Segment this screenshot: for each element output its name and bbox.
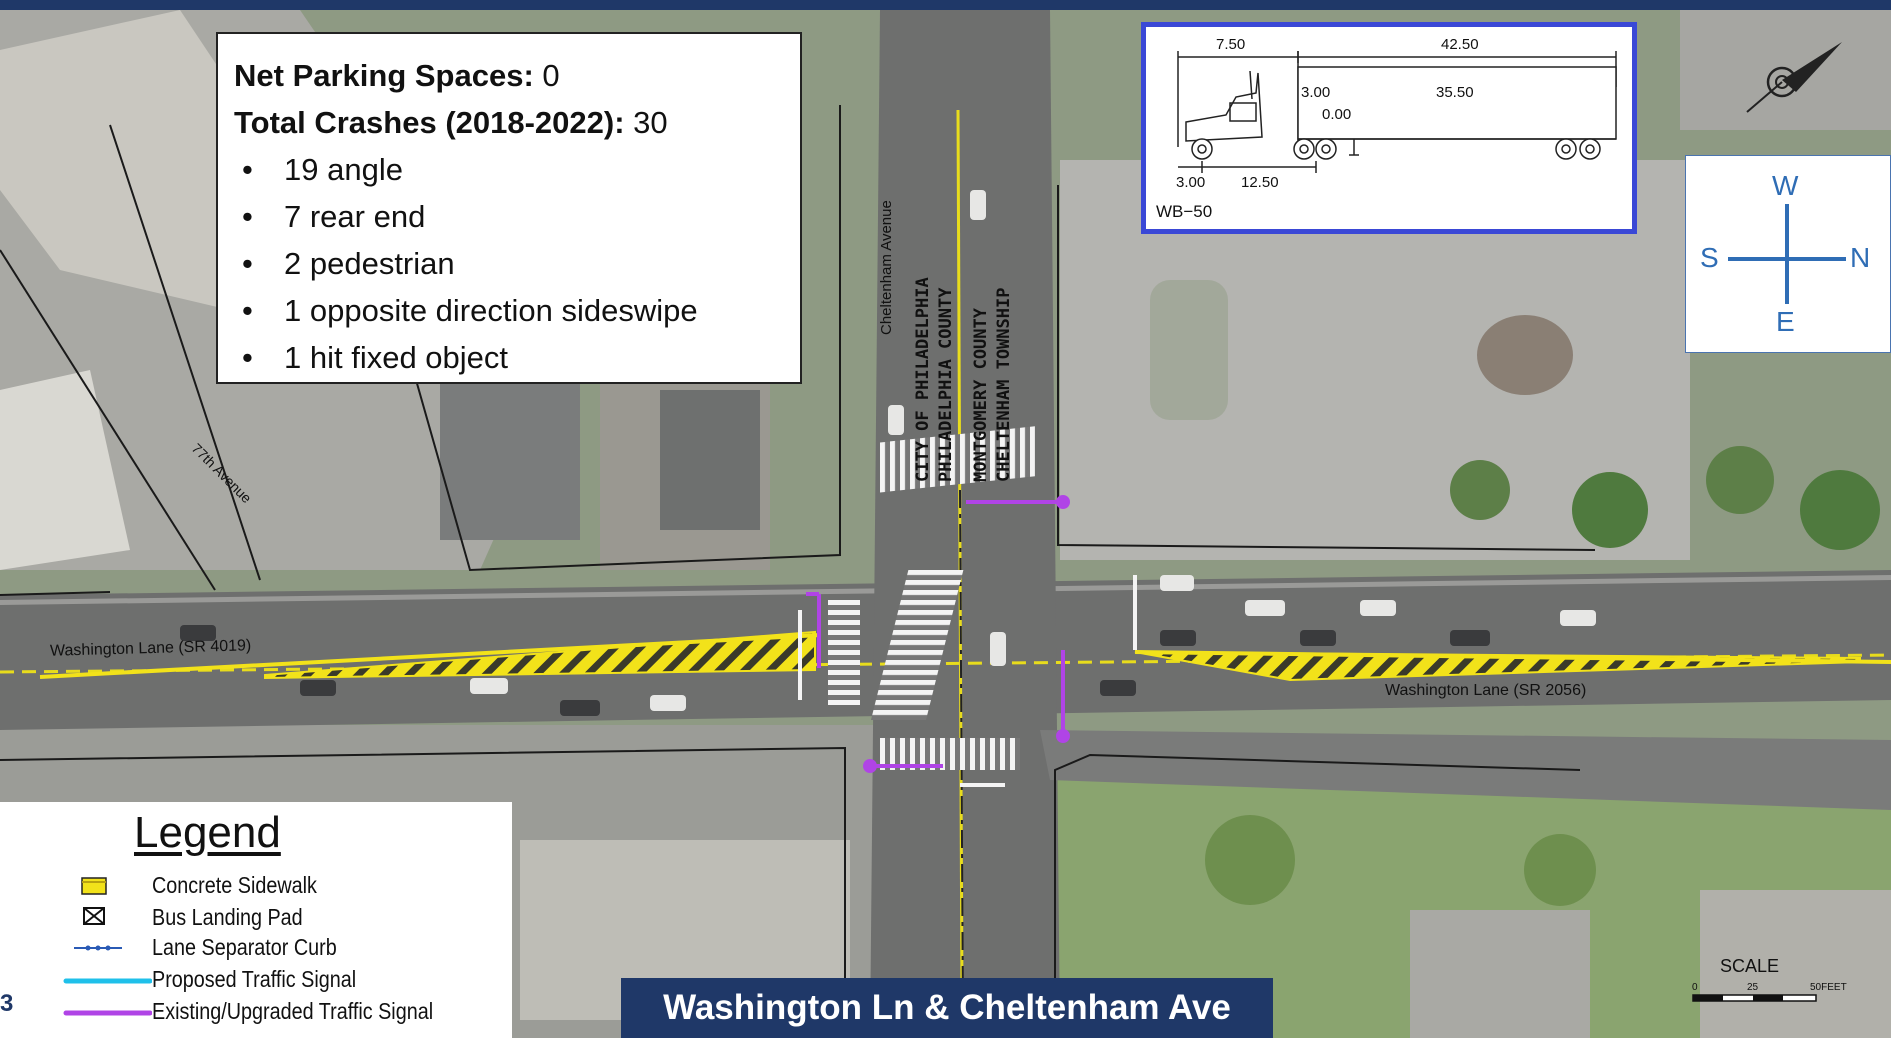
road-label-washington-east: Washington Lane (SR 2056) (1385, 682, 1587, 699)
tree (1706, 446, 1774, 514)
existing-traffic-signals[interactable] (806, 495, 1070, 773)
legend-item-bus-landing-pad: Bus Landing Pad (152, 904, 303, 930)
tree (1800, 470, 1880, 550)
nw-shop-roof (660, 390, 760, 530)
scale-mid: 25 (1747, 982, 1759, 993)
scale-end: 50FEET (1810, 982, 1847, 993)
dim-offset: 0.00 (1322, 106, 1351, 123)
design-vehicle-name: WB−50 (1156, 202, 1212, 221)
nw-building (0, 370, 130, 570)
legend-item-lane-separator-curb: Lane Separator Curb (152, 934, 337, 960)
crosswalk-north (880, 426, 1035, 493)
tree (1450, 460, 1510, 520)
compass-east: E (1776, 306, 1795, 337)
road-label-cheltenham: Cheltenham Avenue (878, 200, 895, 335)
bus-landing-pad-icon (83, 907, 105, 925)
crash-type-item: 1 opposite direction sideswipe (234, 287, 784, 334)
label-philadelphia-county: PHILADELPHIA COUNTY (936, 287, 956, 482)
ne-lot-edge (1680, 10, 1891, 130)
compass-cross-icon (1728, 204, 1846, 304)
crosswalk-west (828, 600, 860, 705)
dim-overhang: 3.00 (1176, 174, 1205, 191)
vehicles-dark (180, 625, 1490, 716)
net-parking-value: 0 (542, 58, 560, 93)
scale-bar: SCALE 0 25 50FEET (1692, 956, 1847, 1002)
se-road (1040, 730, 1891, 810)
concrete-sidewalk-swatch-icon (81, 877, 107, 895)
vehicles (470, 190, 1596, 711)
crash-type-item: 7 rear end (234, 193, 784, 240)
existing-traffic-signal-icon (63, 1010, 152, 1016)
legend-item-concrete-sidewalk: Concrete Sidewalk (152, 872, 317, 898)
intersection-caption: Washington Ln & Cheltenham Ave (621, 978, 1273, 1038)
label-city-of-philadelphia: CITY OF PHILADELPHIA (913, 277, 933, 482)
crosswalk-east (870, 570, 964, 720)
tree (1572, 472, 1648, 548)
dim-kingpin: 3.00 (1301, 84, 1330, 101)
total-crashes-row: Total Crashes (2018-2022): 30 (234, 99, 784, 146)
curb-line-west (39, 633, 821, 679)
tree (1205, 815, 1295, 905)
crash-type-item: 2 pedestrian (234, 240, 784, 287)
top-bar (0, 0, 1891, 10)
dim-tractor: 12.50 (1241, 174, 1279, 191)
compass-north: N (1850, 242, 1871, 273)
total-crashes-value: 30 (633, 105, 668, 140)
north-arrow-icon (1746, 42, 1842, 113)
dim-total: 42.50 (1441, 36, 1479, 53)
label-montgomery-county: MONTGOMERY COUNTY (971, 308, 991, 482)
legend-item-existing-upgraded-traffic-signal: Existing/Upgraded Traffic Signal (152, 998, 434, 1024)
se-house (1700, 890, 1891, 1038)
scale-title: SCALE (1720, 956, 1779, 976)
ne-island (1150, 280, 1228, 420)
compass-south: S (1700, 242, 1719, 273)
compass-west: W (1772, 170, 1799, 201)
tree (1524, 834, 1596, 906)
legend-title: Legend (134, 808, 281, 857)
total-crashes-label: Total Crashes (2018-2022): (234, 105, 625, 140)
net-parking-row: Net Parking Spaces: 0 (234, 52, 784, 99)
curb-line-east (1134, 650, 1891, 664)
net-parking-label: Net Parking Spaces: (234, 58, 534, 93)
legend-panel: Legend Concrete Sidewalk Bus Landing Pad… (0, 802, 512, 1038)
dim-trailer: 35.50 (1436, 84, 1474, 101)
compass-rose: W S N E (1685, 155, 1891, 353)
ne-planter (1477, 315, 1573, 395)
label-cheltenham-township: CHELTENHAM TOWNSHIP (994, 287, 1014, 482)
lane-separator-curb-icon (74, 945, 122, 951)
se-house (1410, 910, 1590, 1038)
design-vehicle-box: 7.50 42.50 3.00 35.50 0.00 3.00 12.50 WB… (1141, 22, 1637, 234)
legend-item-proposed-traffic-signal: Proposed Traffic Signal (152, 966, 357, 992)
scale-zero: 0 (1692, 982, 1698, 993)
proposed-traffic-signal-icon (63, 978, 152, 984)
crash-type-item: 19 angle (234, 146, 784, 193)
page-number: 3 (0, 990, 14, 1017)
dim-front: 7.50 (1216, 36, 1245, 53)
cheltenham-ave-road (870, 10, 1060, 1038)
cheltenham-centerline (956, 109, 964, 1001)
crash-type-list: 19 angle 7 rear end 2 pedestrian 1 oppos… (234, 146, 784, 381)
crash-type-item: 1 hit fixed object (234, 334, 784, 381)
truck-diagram: 7.50 42.50 3.00 35.50 0.00 3.00 12.50 WB… (1156, 36, 1617, 221)
crash-info-box: Net Parking Spaces: 0 Total Crashes (201… (216, 32, 802, 384)
